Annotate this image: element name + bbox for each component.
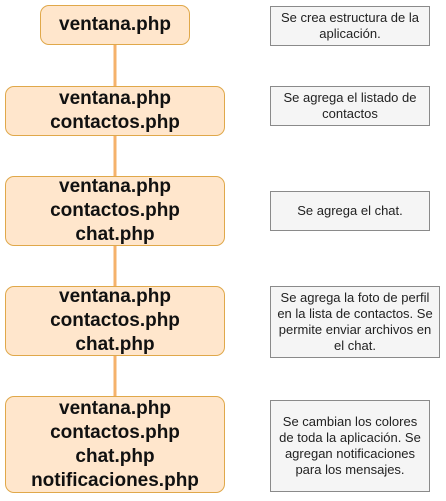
step-5-note: Se cambian los colores de toda la aplica…: [270, 400, 430, 492]
step-1-note: Se crea estructura de la aplicación.: [270, 6, 430, 46]
step-1-files-box: ventana.php: [40, 5, 190, 45]
step-4-note: Se agrega la foto de perfil en la lista …: [270, 286, 440, 358]
step-4-file-3: chat.php: [75, 334, 155, 355]
step-2-file-2: contactos.php: [50, 112, 180, 133]
step-4-note-text: Se agrega la foto de perfil en la lista …: [277, 290, 433, 353]
step-5-file-2: contactos.php: [50, 421, 180, 443]
step-5-note-text: Se cambian los colores de toda la aplica…: [279, 414, 421, 477]
step-2-note-text: Se agrega el listado de contactos: [283, 90, 417, 121]
step-2-file-1: ventana.php: [59, 88, 171, 109]
step-4-file-1: ventana.php: [59, 286, 171, 307]
step-2-files-box: ventana.php contactos.php: [5, 86, 225, 136]
step-3-file-3: chat.php: [75, 224, 155, 245]
step-5-file-1: ventana.php: [59, 397, 171, 419]
step-5-file-3: chat.php: [75, 445, 155, 467]
step-5-file-4: notificaciones.php: [31, 469, 199, 491]
step-1-note-text: Se crea estructura de la aplicación.: [280, 10, 420, 41]
step-5-files-box: ventana.php contactos.php chat.php notif…: [5, 396, 225, 493]
step-3-files-box: ventana.php contactos.php chat.php: [5, 176, 225, 246]
step-1-file-1: ventana.php: [59, 14, 171, 35]
step-3-note-text: Se agrega el chat.: [297, 203, 403, 218]
step-2-note: Se agrega el listado de contactos: [270, 86, 430, 126]
step-3-note: Se agrega el chat.: [270, 191, 430, 231]
step-3-file-2: contactos.php: [50, 200, 180, 221]
step-3-file-1: ventana.php: [59, 176, 171, 197]
step-4-file-2: contactos.php: [50, 310, 180, 331]
step-4-files-box: ventana.php contactos.php chat.php: [5, 286, 225, 356]
